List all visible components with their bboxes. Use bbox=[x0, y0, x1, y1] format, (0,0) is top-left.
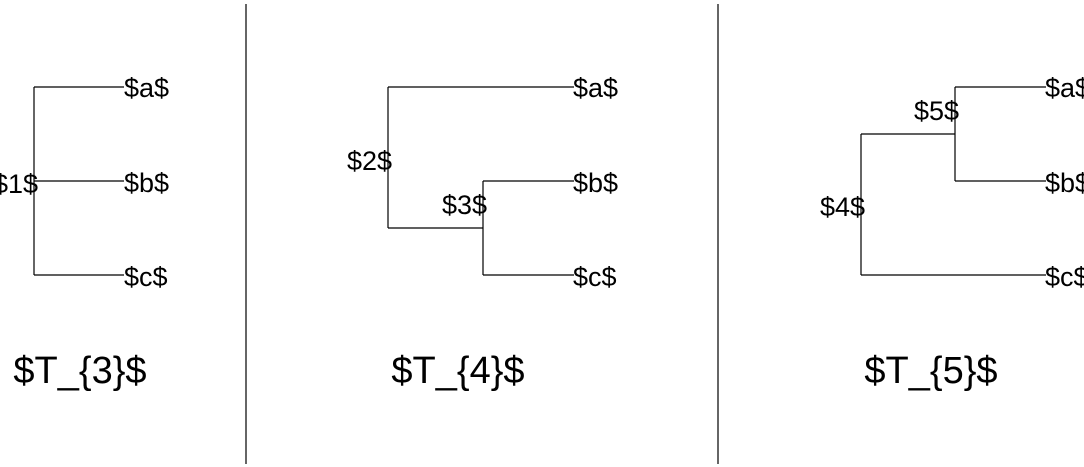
tree-panel-t4: $2$ $3$ $a$ $b$ $c$ $T_{4}$ bbox=[347, 73, 618, 392]
leaf-label-a: $a$ bbox=[573, 73, 618, 103]
leaf-label-c: $c$ bbox=[573, 262, 617, 292]
leaf-label-c: $c$ bbox=[1045, 262, 1084, 292]
tree-caption: $T_{5}$ bbox=[864, 350, 997, 392]
leaf-label-b: $b$ bbox=[124, 168, 169, 198]
tree-edges bbox=[387, 86, 574, 276]
tree-panel-t3: $1$ $a$ $b$ $c$ $T_{3}$ bbox=[0, 73, 169, 392]
tree-edges bbox=[860, 86, 1046, 276]
internal-node-label: $1$ bbox=[0, 169, 38, 199]
leaf-label-a: $a$ bbox=[124, 73, 169, 103]
leaf-label-b: $b$ bbox=[1045, 168, 1084, 198]
leaf-label-a: $a$ bbox=[1045, 73, 1084, 103]
internal-node-label: $2$ bbox=[347, 146, 392, 176]
internal-node-label: $4$ bbox=[820, 192, 865, 222]
tree-edges bbox=[33, 86, 124, 276]
tree-caption: $T_{4}$ bbox=[391, 350, 524, 392]
internal-node-label: $3$ bbox=[442, 190, 487, 220]
tree-panel-t5: $4$ $5$ $a$ $b$ $c$ $T_{5}$ bbox=[820, 73, 1084, 392]
leaf-label-b: $b$ bbox=[573, 168, 618, 198]
internal-node-label: $5$ bbox=[914, 96, 959, 126]
leaf-label-c: $c$ bbox=[124, 262, 168, 292]
tree-caption: $T_{3}$ bbox=[13, 350, 146, 392]
